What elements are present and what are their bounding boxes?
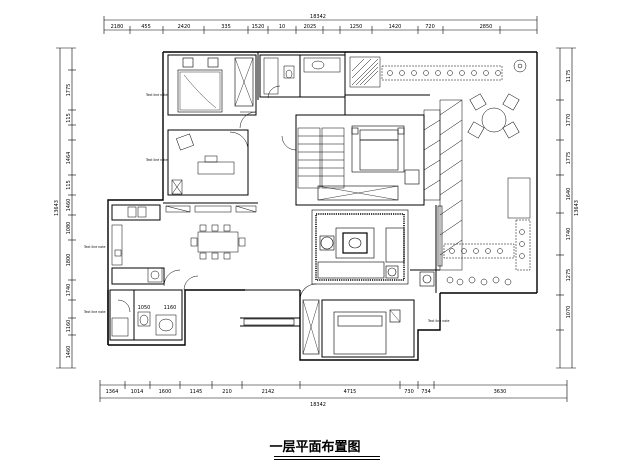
dimension-label: 1420: [389, 24, 402, 30]
left-dimension-chain: [56, 47, 76, 369]
patio-furniture: [381, 59, 531, 286]
bathroom-bottom-fixtures: [111, 299, 177, 337]
dimension-label: 2180: [111, 24, 124, 30]
dimension-label: 115: [66, 113, 72, 123]
dimension-label: 1070: [566, 306, 572, 319]
kitchen-dining-furniture: [111, 205, 257, 287]
dimension-label: 1640: [566, 188, 572, 201]
dimension-label: 1014: [131, 389, 144, 395]
dimension-label: 115: [66, 180, 72, 190]
room-note: Text line note: [145, 93, 167, 97]
dimension-label: 1460: [66, 199, 72, 212]
dimension-label: 1775: [566, 152, 572, 165]
dimension-label: 720: [425, 24, 435, 30]
bottom-total-dimension: 18342: [310, 402, 326, 408]
dimension-label: 335: [221, 24, 231, 30]
study-furniture: [171, 131, 249, 195]
dimension-label: 1160: [66, 320, 72, 333]
dimension-label: 1080: [66, 222, 72, 235]
dimension-label: 10: [279, 24, 285, 30]
dimension-label: 1740: [66, 284, 72, 297]
dimension-label: 1775: [66, 84, 72, 97]
left-total-dimension: 13643: [54, 200, 60, 216]
bed-bottom: [243, 283, 401, 355]
dimension-label: 1464: [66, 152, 72, 165]
dimension-label: 1175: [566, 70, 572, 83]
bed-top-center: [317, 125, 420, 201]
room-note: Text line note: [427, 319, 449, 323]
top-dimension-chain: [103, 16, 538, 34]
dimension-label: 1740: [566, 228, 572, 241]
dimension-label: 734: [421, 389, 431, 395]
dimension-label: 2420: [178, 24, 191, 30]
bottom-dimension-chain: [99, 380, 568, 402]
bed-top-left: [177, 57, 254, 113]
dimension-label: 4715: [344, 389, 357, 395]
dimension-label: 2025: [304, 24, 317, 30]
room-note: Text line note: [145, 158, 167, 162]
dimension-label: 730: [404, 389, 414, 395]
dimension-label: 2850: [480, 24, 493, 30]
top-segment-labels: 2180 455 2420 335 1520 10 2025 1250 1420…: [111, 24, 493, 30]
dimension-label: 1520: [252, 24, 265, 30]
dimension-label: 1460: [66, 346, 72, 359]
door-swings: [183, 85, 297, 291]
living-room-furniture: [311, 205, 443, 287]
room-note: Text line note: [83, 310, 105, 314]
dimension-label: 1800: [66, 254, 72, 267]
bathroom-top-fixtures: [263, 57, 341, 95]
drawing-title: 一层平面布置图: [269, 440, 361, 455]
hatched-patio-walls: [349, 56, 463, 271]
left-segment-labels: 1775 115 1464 115 1460 1080 1800 1740 11…: [66, 84, 72, 359]
title-underline-thin: [274, 459, 380, 460]
right-total-dimension: 13643: [574, 200, 580, 216]
dimension-label: 210: [222, 389, 232, 395]
dimension-label: 3630: [494, 389, 507, 395]
title-underline: [274, 456, 380, 457]
inner-dimension-label: 1160: [164, 305, 177, 311]
top-total-dimension: 18342: [310, 14, 326, 20]
dimension-label: 2142: [262, 389, 275, 395]
dimension-label: 1364: [106, 389, 119, 395]
dimension-label: 1770: [566, 114, 572, 127]
room-note: Text line note: [83, 245, 105, 249]
dimension-label: 1600: [159, 389, 172, 395]
right-segment-labels: 1175 1770 1775 1640 1740 1275 1070: [566, 70, 572, 319]
dimension-label: 455: [141, 24, 151, 30]
right-dimension-chain: [556, 47, 576, 369]
dimension-label: 1145: [190, 389, 203, 395]
staircase: [297, 127, 345, 189]
dimension-label: 1250: [350, 24, 363, 30]
dimension-label: 1275: [566, 269, 572, 282]
inner-dimension-label: 1050: [138, 305, 151, 311]
bottom-segment-labels: 1364 1014 1600 1145 210 2142 4715 730 73…: [106, 389, 507, 395]
